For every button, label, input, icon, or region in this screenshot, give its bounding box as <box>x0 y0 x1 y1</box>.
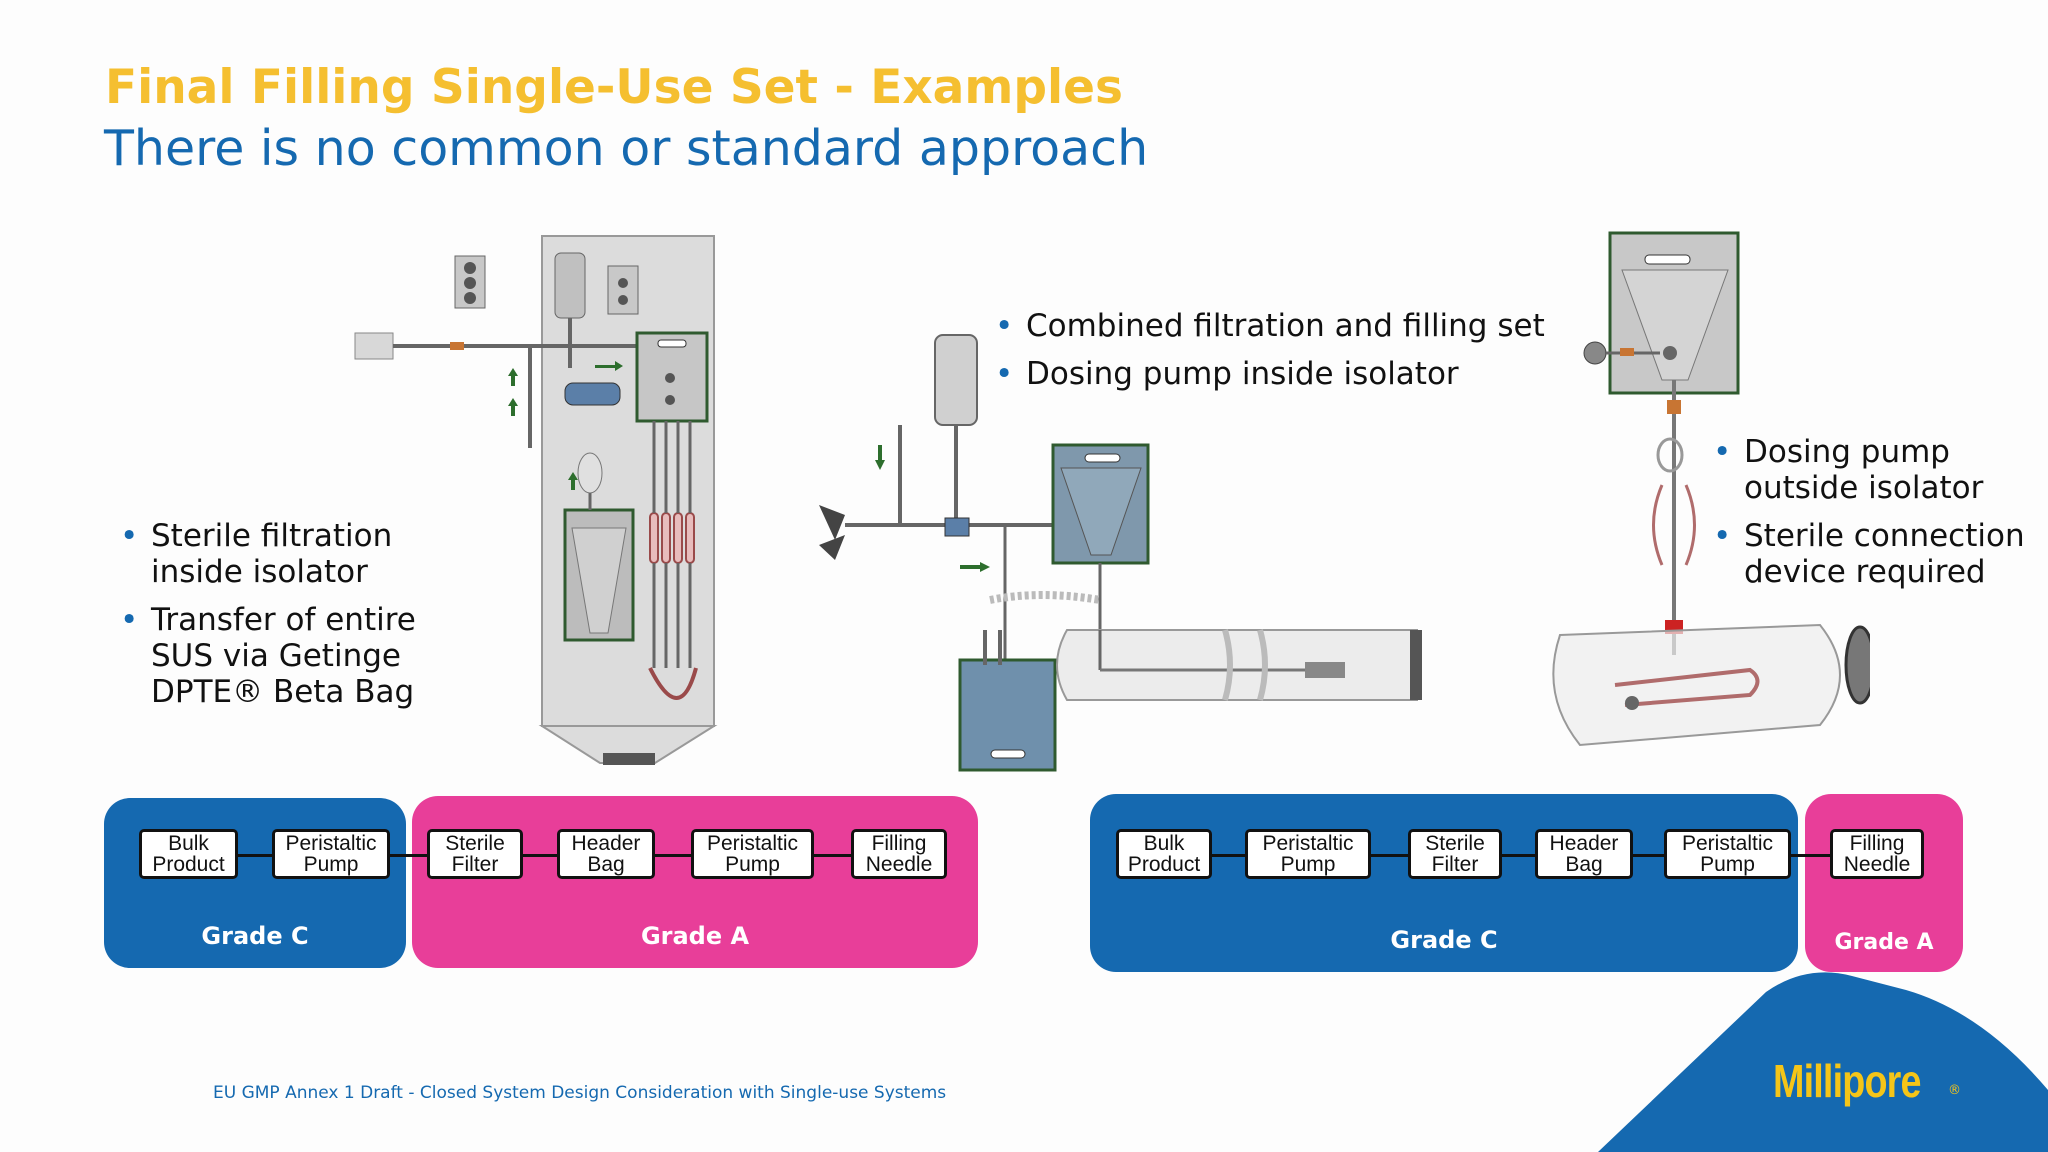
right-grade-a-zone: Grade A <box>1805 794 1963 972</box>
millipore-logo: Millipore <box>1773 1055 1922 1107</box>
left-bullet-list: Sterile filtration inside isolator Trans… <box>120 518 480 722</box>
combined-filling-set-illustration-middle <box>819 334 1422 772</box>
middle-bullet-list: Combined filtration and filling set Dosi… <box>995 308 1575 404</box>
left-grade-a-zone: Grade A <box>412 796 978 968</box>
right-bullet-1: Dosing pump outside isolator <box>1713 434 2043 506</box>
left-grade-a-label: Grade A <box>640 922 750 950</box>
left-grade-c-label: Grade C <box>201 922 309 950</box>
outside-pump-filling-set-illustration-right <box>1552 231 1870 747</box>
slide-subtitle: There is no common or standard approach <box>104 120 1149 177</box>
right-flow-connector <box>1165 854 1845 857</box>
left-grade-c-zone: Grade C <box>104 798 406 968</box>
footer-text: EU GMP Annex 1 Draft - Closed System Des… <box>213 1083 947 1103</box>
right-bullet-list: Dosing pump outside isolator Sterile con… <box>1713 434 2043 602</box>
middle-bullet-2: Dosing pump inside isolator <box>995 356 1575 392</box>
middle-bullet-1: Combined filtration and filling set <box>995 308 1575 344</box>
right-bullet-2: Sterile connection device required <box>1713 518 2043 590</box>
left-bullet-1: Sterile filtration inside isolator <box>120 518 480 590</box>
logo-background-shape <box>1598 972 2048 1152</box>
slide-title: Final Filling Single-Use Set - Examples <box>105 60 1123 115</box>
right-grade-a-label: Grade A <box>1834 930 1934 955</box>
logo-registered-mark: ® <box>1948 1083 1961 1098</box>
isolator-filling-set-illustration-left <box>354 235 718 765</box>
left-bullet-2: Transfer of entire SUS via Getinge DPTE®… <box>120 602 480 710</box>
right-grade-c-label: Grade C <box>1390 926 1498 954</box>
right-grade-c-zone: Grade C <box>1090 794 1798 972</box>
